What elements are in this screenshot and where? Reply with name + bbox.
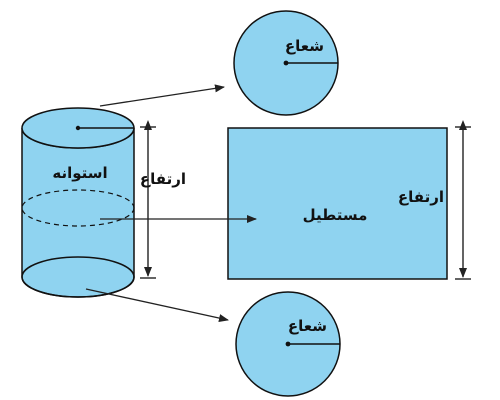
rectangle-height-label: ارتفاع [398,188,444,206]
cylinder-label: استوانه [52,164,107,182]
cylinder-bottom-front-edge [21,276,135,298]
cylinder-bottom-back-edge [21,256,135,278]
rectangle-label: مستطیل [303,206,368,224]
cylinder-top-center-dot [75,125,81,131]
bottom-radius-label: شعاع [288,317,327,335]
cylinder-height-dimension: ارتفاع [140,120,186,279]
top-circle-center-dot [283,60,289,66]
rectangle: مستطیل ارتفاع [227,127,448,280]
cylinder: استوانه [21,107,135,298]
arrow-to-bottom-circle [85,288,229,322]
rectangle-height-dimension [455,120,471,280]
bottom-circle: شعاع [235,291,341,397]
cylinder-height-label: ارتفاع [140,170,186,188]
top-radius-label: شعاع [285,37,324,55]
cylinder-body [21,127,135,298]
top-circle: شعاع [233,10,339,116]
bottom-circle-center-dot [285,341,291,347]
rectangle-shape [227,127,448,280]
arrow-to-top-circle [99,84,225,107]
cylinder-middle-dashed-section [21,189,135,227]
